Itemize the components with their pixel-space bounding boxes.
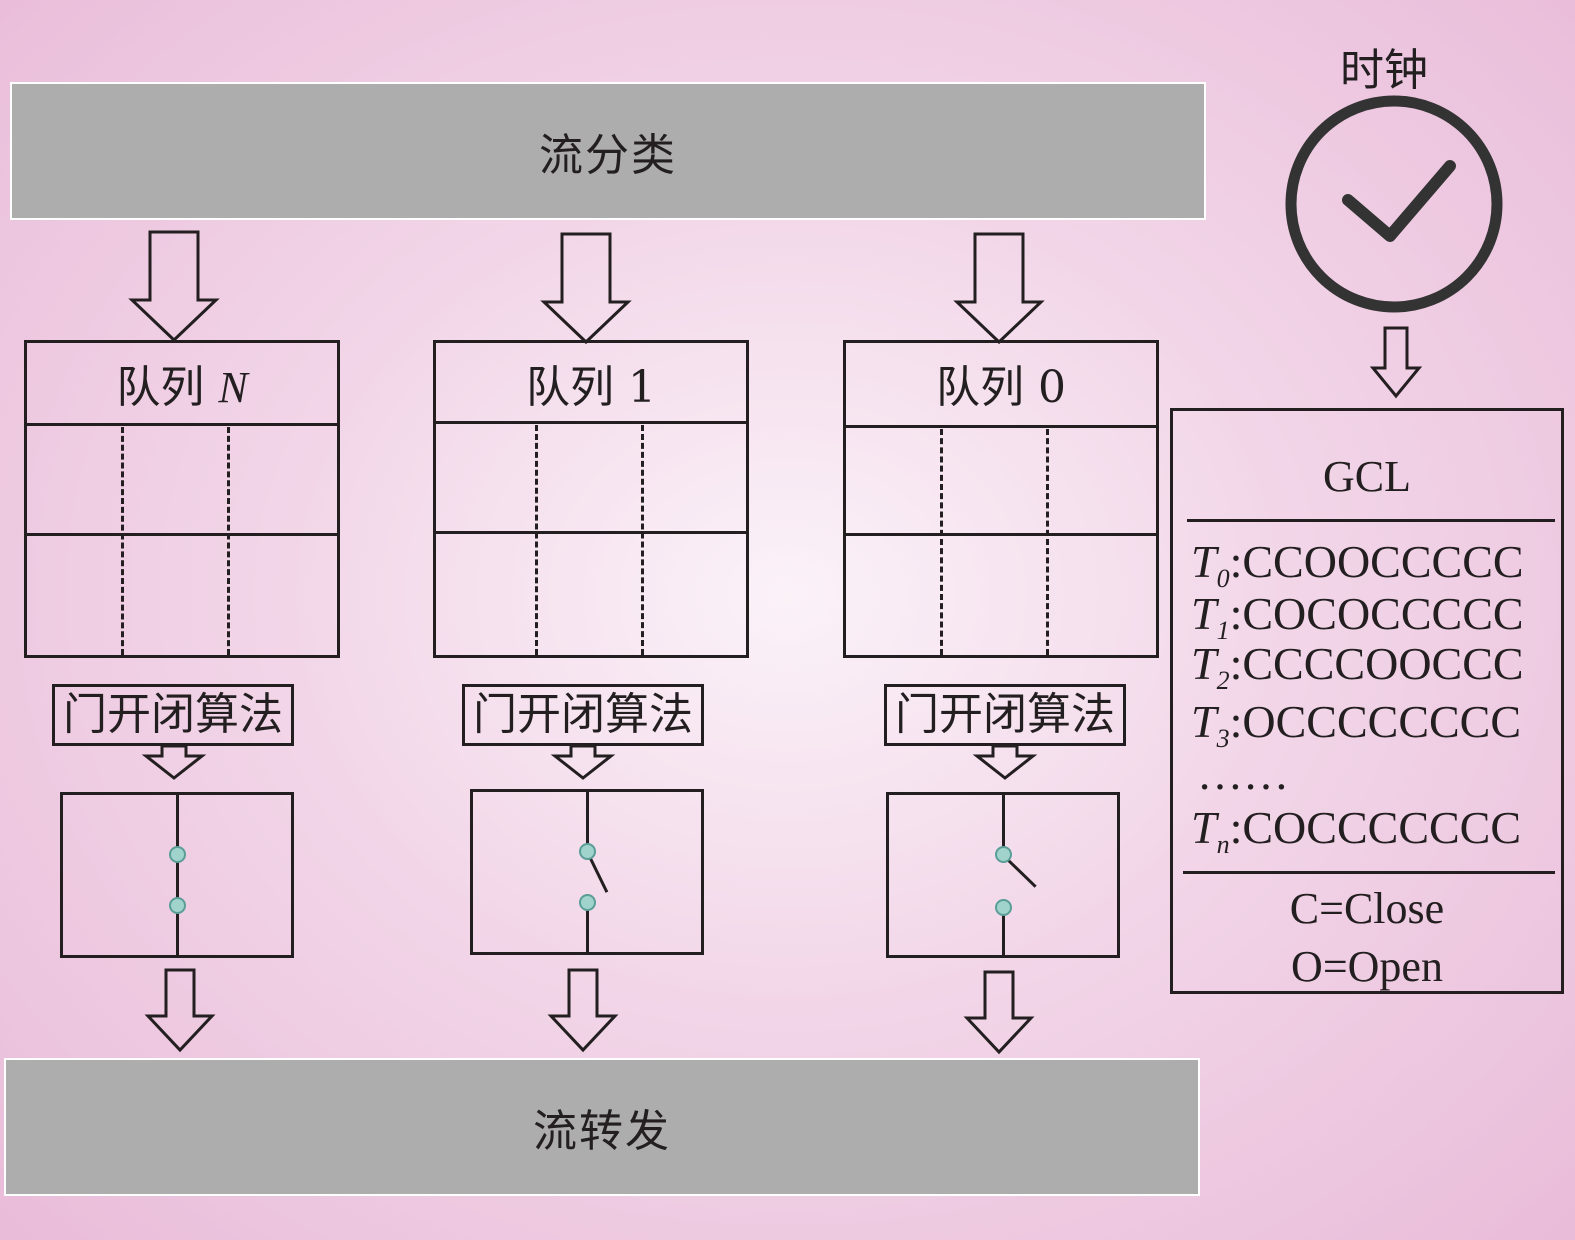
gcl-legend-close: C=Close [1289, 884, 1445, 933]
slot-divider [641, 425, 644, 655]
divider [436, 421, 746, 424]
gcl-table: GCL T0:CCOOCCCCC T1:COCOCCCCC T2:CCCCOOC… [1170, 408, 1564, 994]
down-arrow-icon [141, 744, 207, 780]
queue-0-title: 队列 0 [936, 362, 1066, 413]
queue-n-table: 队列 N [24, 340, 340, 658]
gcl-ellipsis: …… [1197, 748, 1289, 799]
down-arrow-icon [547, 968, 619, 1053]
gcl-entry: T1:COCOCCCCC [1191, 588, 1524, 645]
queue-1-table: 队列 1 [433, 340, 749, 658]
gcl-entry: T2:CCCCOOCCC [1191, 638, 1524, 695]
wire [586, 902, 589, 952]
divider [1187, 519, 1555, 522]
down-arrow-icon [1369, 326, 1423, 399]
queue-0-table: 队列 0 [843, 340, 1159, 658]
switch-contact-icon [995, 846, 1012, 863]
gate-algorithm-label-n: 门开闭算法 [52, 684, 294, 746]
queue-1-title: 队列 1 [526, 362, 656, 413]
switch-contact-icon [579, 843, 596, 860]
slot-divider [1046, 429, 1049, 655]
down-arrow-icon [128, 230, 220, 343]
slot-divider [121, 427, 124, 655]
down-arrow-icon [953, 232, 1045, 345]
queue-n-title: 队列 N [116, 362, 248, 413]
gate-algorithm-label-0: 门开闭算法 [884, 684, 1126, 746]
clock-check-icon [1285, 95, 1503, 313]
slot-divider [535, 425, 538, 655]
slot-divider [940, 429, 943, 655]
gate-algorithm-label-1: 门开闭算法 [462, 684, 704, 746]
flow-classification-label: 流分类 [539, 130, 677, 181]
gcl-legend-open: O=Open [1291, 942, 1443, 991]
switch-contact-icon [169, 846, 186, 863]
gate-switch-n [60, 792, 294, 958]
switch-contact-icon [169, 897, 186, 914]
flow-forwarding-bar: 流转发 [4, 1058, 1200, 1196]
divider [436, 531, 746, 534]
divider [27, 533, 337, 536]
down-arrow-icon [540, 232, 632, 345]
gate-switch-1 [470, 789, 704, 955]
down-arrow-icon [963, 970, 1035, 1055]
switch-contact-icon [579, 894, 596, 911]
gcl-entry: Tn:COCCCCCCC [1191, 802, 1522, 859]
flow-classification-bar: 流分类 [10, 82, 1206, 220]
gate-switch-0 [886, 792, 1120, 958]
gcl-entry: T3:OCCCCCCCC [1191, 696, 1522, 753]
gcl-title: GCL [1323, 452, 1411, 501]
wire [586, 792, 589, 852]
wire [1002, 795, 1005, 855]
gcl-entry: T0:CCOOCCCCC [1191, 536, 1524, 593]
slot-divider [227, 427, 230, 655]
divider [846, 533, 1156, 536]
switch-contact-icon [995, 899, 1012, 916]
clock-label: 时钟 [1340, 45, 1428, 96]
down-arrow-icon [144, 968, 216, 1053]
down-arrow-icon [972, 744, 1038, 780]
flow-forwarding-label: 流转发 [533, 1106, 671, 1157]
wire [176, 795, 179, 955]
divider [846, 425, 1156, 428]
down-arrow-icon [550, 744, 616, 780]
divider [27, 423, 337, 426]
divider [1183, 871, 1555, 874]
wire [1002, 907, 1005, 955]
